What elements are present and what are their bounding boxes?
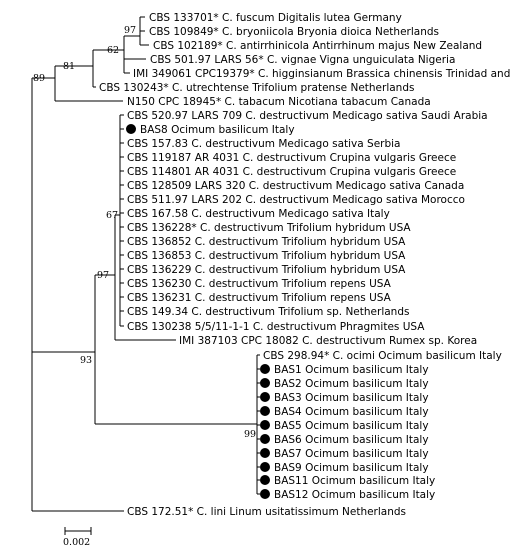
taxon-label: CBS 102189* C. antirrhinicola Antirrhinu… <box>153 40 482 52</box>
taxon-label: CBS 501.97 LARS 56* C. vignae Vigna ungu… <box>150 54 455 66</box>
taxon-label: CBS 109849* C. bryoniicola Bryonia dioic… <box>149 26 439 38</box>
taxon-label: BAS5 Ocimum basilicum Italy <box>274 420 429 432</box>
taxon-label: CBS 130243* C. utrechtense Trifolium pra… <box>99 82 414 94</box>
marker-dot-icon <box>260 420 270 430</box>
taxon-label: CBS 149.34 C. destructivum Trifolium sp.… <box>127 306 409 318</box>
bootstrap-value: 99 <box>244 429 256 440</box>
taxon-label: CBS 128509 LARS 320 C. destructivum Medi… <box>127 180 464 192</box>
taxon-label: CBS 520.97 LARS 709 C. destructivum Medi… <box>127 110 488 122</box>
taxon-label: CBS 136853 C. destructivum Trifolium hyb… <box>127 250 406 262</box>
marker-dot-icon <box>260 448 270 458</box>
scale-bar-label: 0.002 <box>63 537 90 548</box>
taxon-label: CBS 136229 C. destructivum Trifolium hyb… <box>127 264 406 276</box>
taxon-label: CBS 119187 AR 4031 C. destructivum Crupi… <box>127 152 456 164</box>
bootstrap-value: 93 <box>80 355 92 366</box>
taxon-label: CBS 172.51* C. lini Linum usitatissimum … <box>127 506 406 518</box>
taxon-label: N150 CPC 18945* C. tabacum Nicotiana tab… <box>127 96 431 108</box>
taxon-label: CBS 114801 AR 4031 C. destructivum Crupi… <box>127 166 456 178</box>
bootstrap-value: 97 <box>124 25 136 36</box>
marker-dot-icon <box>260 364 270 374</box>
taxon-label: IMI 387103 CPC 18082 C. destructivum Rum… <box>179 335 477 347</box>
bootstrap-value: 67 <box>106 210 118 221</box>
taxon-label: CBS 298.94* C. ocimi Ocimum basilicum It… <box>263 350 502 362</box>
marker-dot-icon <box>260 462 270 472</box>
scale-bar: 0.002 <box>63 527 92 548</box>
taxon-label: CBS 136852 C. destructivum Trifolium hyb… <box>127 236 406 248</box>
taxon-label: BAS1 Ocimum basilicum Italy <box>274 364 429 376</box>
taxon-label: CBS 133701* C. fuscum Digitalis lutea Ge… <box>149 12 402 24</box>
bootstrap-value: 97 <box>97 270 109 281</box>
bootstrap-value: 62 <box>107 45 119 56</box>
marker-dot-icon <box>260 434 270 444</box>
marker-dot-icon <box>126 124 136 134</box>
taxon-label: BAS9 Ocimum basilicum Italy <box>274 462 429 474</box>
marker-dot-icon <box>260 392 270 402</box>
bootstrap-values: 97 62 81 89 67 97 93 99 <box>33 25 256 440</box>
taxon-label: CBS 167.58 C. destructivum Medicago sati… <box>127 208 390 220</box>
taxon-label: BAS3 Ocimum basilicum Italy <box>274 392 429 404</box>
taxon-label: CBS 511.97 LARS 202 C. destructivum Medi… <box>127 194 465 206</box>
taxon-label: BAS6 Ocimum basilicum Italy <box>274 434 429 446</box>
taxon-label: CBS 136228* C. destructivum Trifolium hy… <box>127 222 411 234</box>
taxon-label: CBS 157.83 C. destructivum Medicago sati… <box>127 138 400 150</box>
taxon-labels: CBS 133701* C. fuscum Digitalis lutea Ge… <box>99 12 513 518</box>
bootstrap-value: 89 <box>33 73 45 84</box>
marker-dot-icon <box>260 378 270 388</box>
marker-dot-icon <box>260 475 270 485</box>
taxon-label: BAS7 Ocimum basilicum Italy <box>274 448 429 460</box>
taxon-label: BAS11 Ocimum basilicum Italy <box>274 475 435 487</box>
taxon-markers <box>126 124 270 499</box>
taxon-label: BAS4 Ocimum basilicum Italy <box>274 406 429 418</box>
marker-dot-icon <box>260 406 270 416</box>
taxon-label: CBS 136231 C. destructivum Trifolium rep… <box>127 292 392 304</box>
marker-dot-icon <box>260 489 270 499</box>
taxon-label: BAS8 Ocimum basilicum Italy <box>140 124 295 136</box>
bootstrap-value: 81 <box>63 61 75 72</box>
taxon-label: IMI 349061 CPC19379* C. higginsianum Bra… <box>133 68 513 80</box>
taxon-label: CBS 136230 C. destructivum Trifolium rep… <box>127 278 392 290</box>
taxon-label: CBS 130238 5/5/11-1-1 C. destructivum Ph… <box>127 321 425 333</box>
tree-branches <box>31 16 260 512</box>
taxon-label: BAS12 Ocimum basilicum Italy <box>274 489 435 501</box>
taxon-label: BAS2 Ocimum basilicum Italy <box>274 378 429 390</box>
